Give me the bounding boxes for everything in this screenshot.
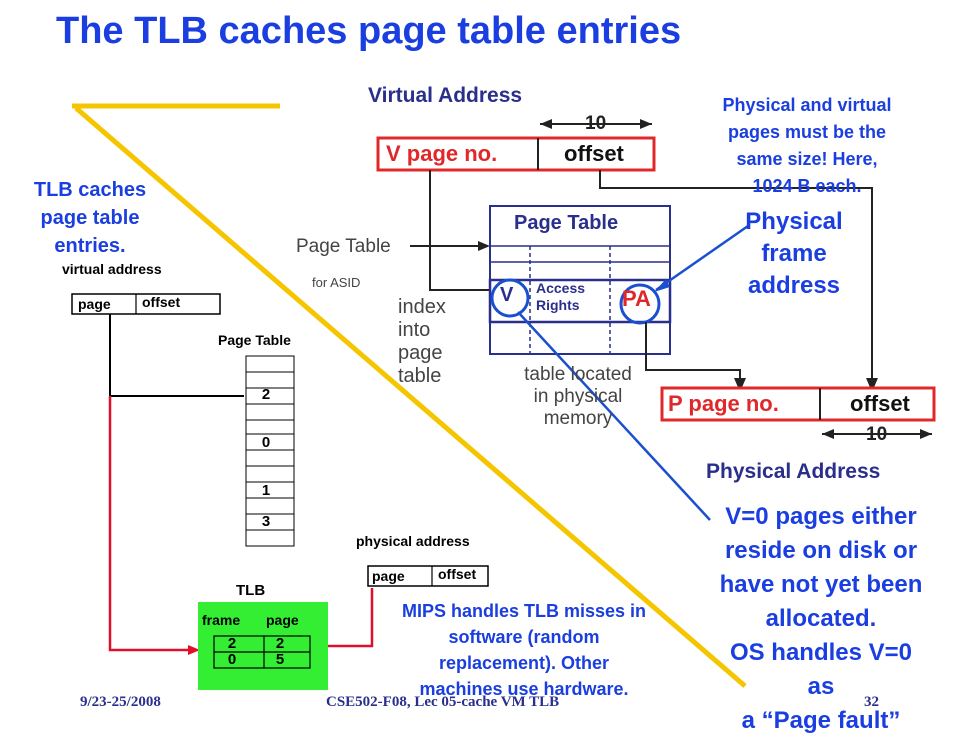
pa-box <box>660 386 936 422</box>
v0-note-line: allocated. <box>765 605 877 632</box>
access-rights-line: Rights <box>536 297 580 313</box>
size-note-line: pages must be the <box>727 122 887 142</box>
mips-note-line: machines use hardware. <box>419 679 629 699</box>
fig-virtual-address-title: Virtual Address <box>368 84 523 107</box>
tlb-col-page: page <box>266 612 299 628</box>
index-line: into <box>398 319 431 341</box>
frame-pointer-head <box>654 279 670 292</box>
yellow-diagonal-line <box>74 106 747 688</box>
bits-top-arrowhead-left <box>540 119 552 129</box>
physical-address-label: physical address <box>356 533 470 549</box>
left-note-line: TLB caches <box>33 179 147 201</box>
vpage-connector <box>429 170 490 291</box>
tlb-cell: 0 <box>227 651 237 668</box>
fig-for-asid: for ASID <box>312 275 361 290</box>
fig-p-page-no: P page no. <box>668 391 779 416</box>
mips-note: MIPS handles TLB misses in software (ran… <box>364 598 684 702</box>
index-line: index <box>398 296 446 318</box>
ptr-arrowhead <box>478 241 490 251</box>
footer-date: 9/23-25/2008 <box>80 694 161 710</box>
fig-v-page-no: V page no. <box>386 141 498 166</box>
bits-top-arrowhead-right <box>640 119 652 129</box>
frame-note-line: address <box>747 272 841 299</box>
frame-note-line: Physical <box>745 208 843 235</box>
fig-table-located: table located in physical memory <box>504 364 652 430</box>
left-note-line: page table <box>40 207 140 229</box>
pa-offset-label: offset <box>438 566 477 582</box>
pa-page-label: page <box>372 568 405 584</box>
pt-value: 2 <box>261 386 271 403</box>
v0-note-line: as <box>807 673 835 700</box>
left-note: TLB caches page table entries. <box>6 176 174 260</box>
fig-bits-top: 10 <box>585 113 607 134</box>
v0-note-line: have not yet been <box>719 571 923 598</box>
tlb-cell: 2 <box>275 635 285 652</box>
mips-note-line: replacement). Other <box>438 653 610 673</box>
tlb-col-frame: frame <box>202 612 241 628</box>
pa-circle <box>619 283 661 325</box>
bits-bottom-arrowhead-right <box>920 429 932 439</box>
v0-note-line: a “Page fault” <box>741 707 901 734</box>
fig-va-offset: offset <box>564 141 624 166</box>
frame-note-line: frame <box>761 240 827 267</box>
fig-bits-bottom: 10 <box>866 424 888 445</box>
fig-page-table-title: Page Table <box>514 212 619 234</box>
fig-index-text: index into page table <box>398 296 446 388</box>
table-located-line: in physical <box>533 386 623 407</box>
size-note-line: 1024 B each. <box>752 176 862 196</box>
table-located-line: table located <box>524 364 632 385</box>
tlb-to-pa-line <box>328 588 374 648</box>
left-note-line: entries. <box>54 235 126 257</box>
bits-bottom-arrowhead-left <box>822 429 834 439</box>
pt-value: 3 <box>261 513 271 530</box>
fig-page-table-reg: Page Table <box>296 236 391 257</box>
index-line: page <box>398 342 443 364</box>
footer-course: CSE502-F08, Lec 05-cache VM TLB <box>326 694 560 710</box>
v0-note-line: reside on disk or <box>724 537 918 564</box>
small-page-table-label: Page Table <box>218 332 291 348</box>
fig-physical-address-title: Physical Address <box>706 460 881 483</box>
tlb-cell: 2 <box>227 635 237 652</box>
diagram-canvas <box>71 103 936 690</box>
frame-pointer-line <box>655 224 749 292</box>
va-to-tlb-line <box>108 396 196 652</box>
fig-pa: PA <box>622 286 651 311</box>
left-va-box <box>71 293 221 315</box>
table-located-line: memory <box>543 408 613 429</box>
va-offset-label: offset <box>142 294 181 310</box>
frame-note: Physical frame address <box>724 206 864 302</box>
mips-note-line: MIPS handles TLB misses in <box>401 601 647 621</box>
va-box <box>376 136 656 172</box>
access-rights-line: Access <box>536 280 586 296</box>
left-pa-box <box>367 565 489 587</box>
size-note: Physical and virtual pages must be the s… <box>676 92 938 200</box>
pa-arrowhead <box>734 378 746 392</box>
v0-pointer-line <box>517 311 711 521</box>
index-line: table <box>398 365 442 387</box>
va-to-tlb-arrowhead <box>188 645 200 655</box>
virtual-address-label: virtual address <box>62 261 162 277</box>
v0-note-line: OS handles V=0 <box>729 639 913 666</box>
offset-arrowhead <box>866 378 878 392</box>
tlb-label: TLB <box>236 582 266 599</box>
pt-value: 0 <box>261 434 271 451</box>
pt-value: 1 <box>261 482 271 499</box>
offset-connector <box>599 170 873 386</box>
tlb-cell: 5 <box>275 651 285 668</box>
fig-v-bit: V <box>500 284 514 306</box>
size-note-line: same size! Here, <box>736 149 878 169</box>
v-circle <box>490 278 530 318</box>
mips-note-line: software (random <box>448 627 600 647</box>
size-note-line: Physical and virtual <box>722 95 892 115</box>
page-title: The TLB caches page table entries <box>56 10 682 52</box>
va-to-pt-line <box>109 314 244 397</box>
v0-note-line: V=0 pages either <box>725 503 917 530</box>
v0-note: V=0 pages either reside on disk or have … <box>690 500 952 738</box>
fig-pa-offset: offset <box>850 391 910 416</box>
va-page-label: page <box>78 296 111 312</box>
footer-page-number: 32 <box>864 694 879 710</box>
small-page-table <box>245 355 295 547</box>
fig-access-rights: Access Rights <box>536 280 585 314</box>
